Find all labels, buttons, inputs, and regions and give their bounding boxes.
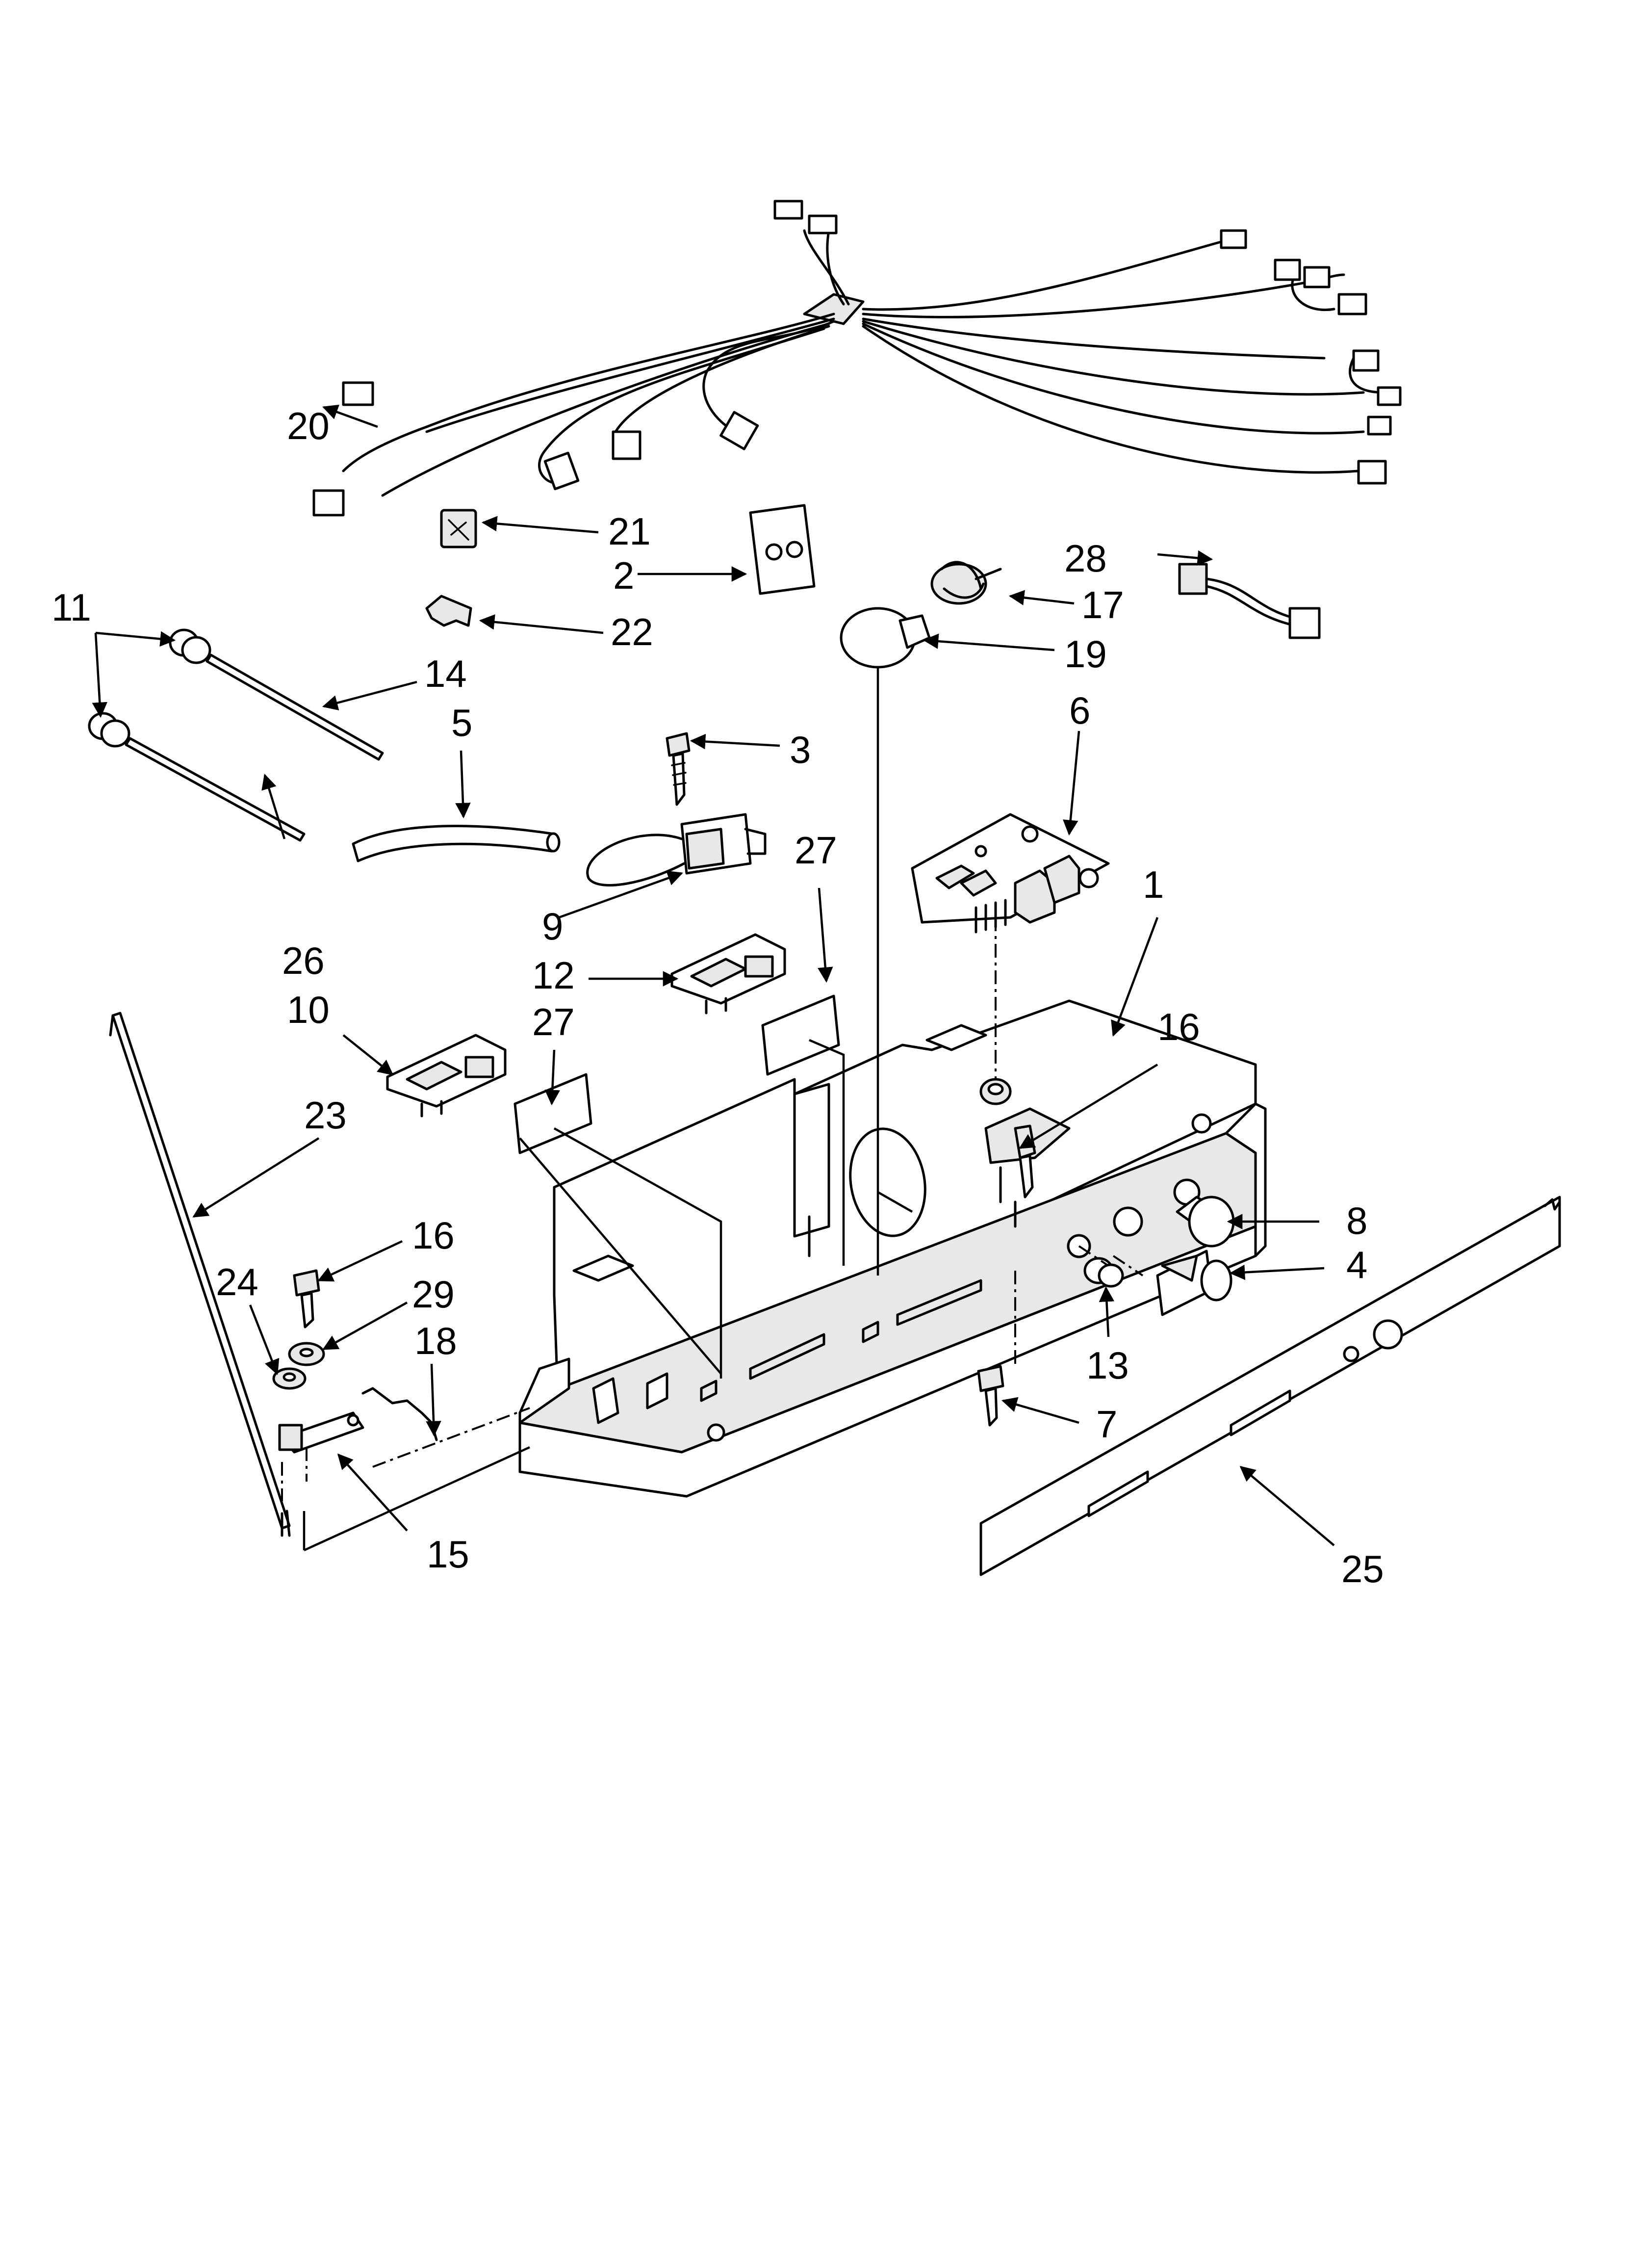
label-12: 12 bbox=[532, 954, 575, 997]
board-grommet bbox=[979, 1078, 1012, 1105]
label-25: 25 bbox=[1341, 1547, 1384, 1590]
label-27b: 27 bbox=[532, 1000, 575, 1043]
label-20: 20 bbox=[287, 404, 330, 447]
part-14-rod bbox=[205, 653, 384, 761]
label-22: 22 bbox=[611, 610, 653, 653]
label-28: 28 bbox=[1064, 537, 1107, 580]
label-24: 24 bbox=[216, 1260, 258, 1303]
label-8: 8 bbox=[1346, 1199, 1367, 1242]
label-4: 4 bbox=[1346, 1243, 1367, 1286]
part-4-switch bbox=[1156, 1250, 1232, 1316]
label-27a: 27 bbox=[795, 829, 837, 872]
part-28-connector bbox=[1178, 563, 1321, 639]
part-11-grommet-upper bbox=[169, 628, 211, 664]
callout-labels: 20 21 2 22 28 17 19 11 14 5 3 6 27 1 9 2… bbox=[51, 404, 1384, 1590]
label-13: 13 bbox=[1086, 1344, 1129, 1387]
part-10-bracket bbox=[386, 1034, 507, 1118]
part-22-clip bbox=[425, 595, 472, 627]
part-3-screw bbox=[666, 732, 691, 806]
assembly-lines bbox=[281, 667, 1144, 1552]
label-16b: 16 bbox=[412, 1214, 455, 1257]
part-29-washer bbox=[288, 1342, 325, 1366]
part-24-washer bbox=[272, 1367, 307, 1390]
part-23-rod bbox=[109, 1012, 291, 1537]
part-17-socket bbox=[930, 561, 1002, 605]
label-7: 7 bbox=[1096, 1403, 1117, 1446]
label-17: 17 bbox=[1081, 583, 1124, 626]
part-18-wire bbox=[361, 1387, 438, 1441]
label-14: 14 bbox=[424, 652, 467, 695]
part-27-label-upper bbox=[761, 994, 840, 1076]
label-5: 5 bbox=[451, 701, 472, 744]
label-16a: 16 bbox=[1157, 1005, 1200, 1048]
part-8-knob bbox=[1176, 1196, 1235, 1248]
part-5-tube bbox=[352, 825, 561, 862]
part-15-bracket bbox=[278, 1411, 364, 1454]
part-16-screw-lower bbox=[293, 1269, 320, 1329]
part-21 bbox=[440, 509, 477, 548]
label-6: 6 bbox=[1069, 689, 1090, 732]
label-11: 11 bbox=[51, 586, 91, 629]
label-19: 19 bbox=[1064, 632, 1107, 676]
label-29: 29 bbox=[412, 1273, 455, 1316]
part-19-bulb bbox=[840, 607, 931, 669]
part-6-control-board bbox=[911, 813, 1110, 934]
label-23: 23 bbox=[304, 1094, 347, 1137]
part-12-bracket bbox=[670, 933, 786, 1015]
label-18: 18 bbox=[414, 1319, 457, 1362]
label-10: 10 bbox=[287, 988, 330, 1031]
label-26: 26 bbox=[282, 939, 325, 982]
callout-arrows bbox=[92, 404, 1335, 1546]
wire-harness-part bbox=[312, 200, 1402, 517]
part-9-switch bbox=[586, 813, 767, 886]
label-2: 2 bbox=[613, 554, 634, 597]
label-9: 9 bbox=[542, 905, 563, 948]
label-1: 1 bbox=[1143, 863, 1164, 906]
part-25-front-panel bbox=[979, 1196, 1561, 1576]
label-15: 15 bbox=[427, 1533, 469, 1576]
part-27-label-lower bbox=[513, 1073, 592, 1154]
part-1-housing bbox=[518, 999, 1267, 1498]
part-11-grommet-lower bbox=[88, 712, 130, 748]
label-21: 21 bbox=[608, 510, 651, 553]
part-26-rod bbox=[125, 737, 306, 842]
label-3: 3 bbox=[790, 728, 811, 771]
part-2-block bbox=[749, 504, 816, 595]
part-7-screw bbox=[977, 1365, 1004, 1427]
